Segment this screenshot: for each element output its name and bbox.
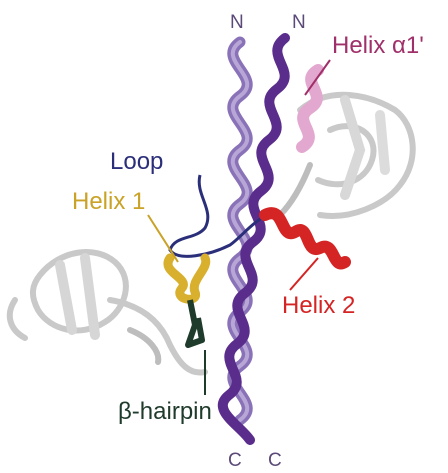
c-terminus-left: C [228, 450, 242, 472]
n-terminus-left: N [230, 12, 244, 34]
c-terminus-right: C [268, 450, 282, 472]
helix-1-ribbon [168, 258, 206, 299]
beta-hairpin-trace [188, 300, 202, 345]
helix-2-label: Helix 2 [282, 292, 355, 320]
helix-a1-label: Helix α1' [332, 32, 424, 60]
helix-1-label: Helix 1 [72, 188, 145, 216]
n-terminus-right: N [292, 12, 306, 34]
loop-label: Loop [110, 148, 163, 176]
helix-2-pointer [290, 258, 318, 290]
helix-1-pointer [148, 215, 178, 262]
beta-hairpin-label: β-hairpin [118, 398, 212, 426]
helix-2-ribbon [265, 213, 345, 263]
